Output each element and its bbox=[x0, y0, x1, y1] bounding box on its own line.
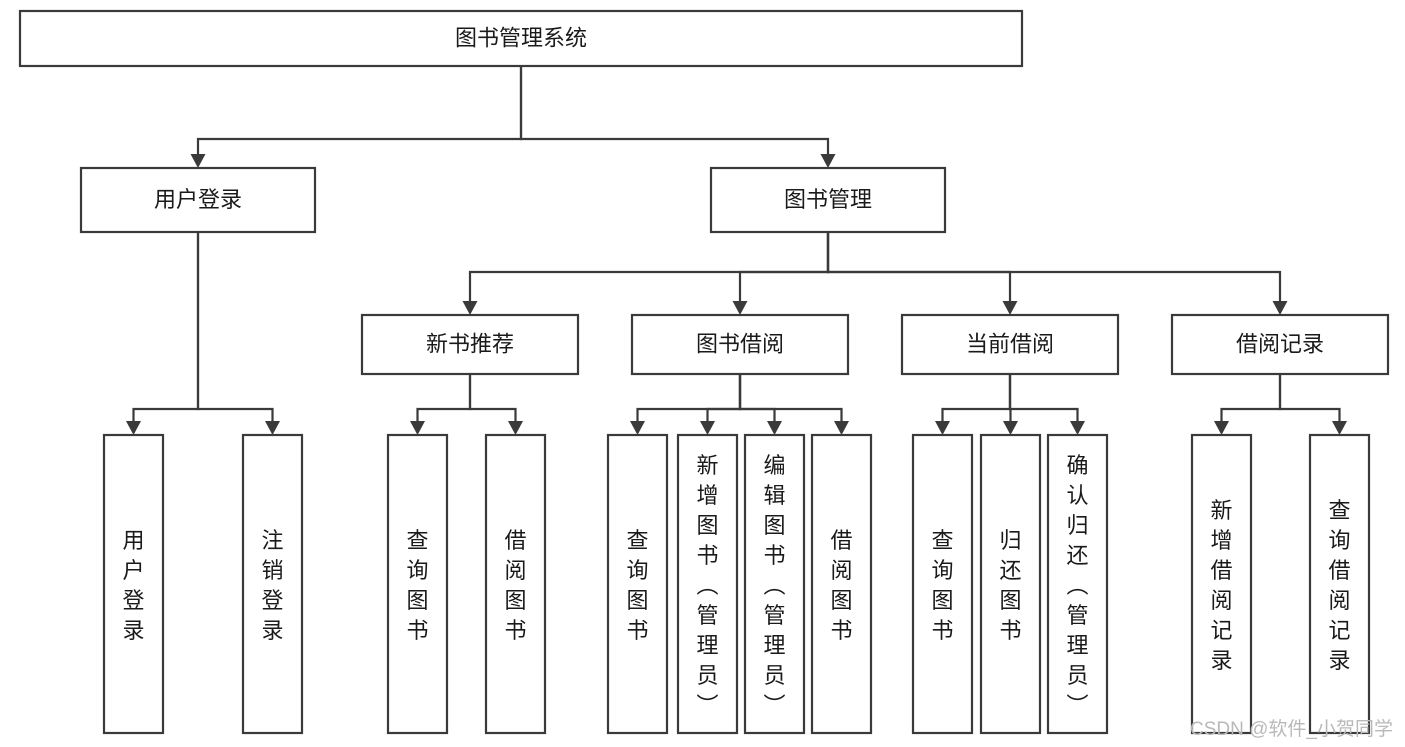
connector-root-to-book-manage bbox=[519, 66, 836, 168]
node-leaf-edit-book[interactable]: 编辑图书︵管理员︶ bbox=[743, 433, 806, 735]
connector-book-borrow-to-leaf-query-book-2 bbox=[630, 374, 742, 435]
node-leaf-query-book-1[interactable]: 查询图书 bbox=[386, 433, 449, 735]
node-leaf-user-logout[interactable]: 注销登录 bbox=[241, 433, 304, 735]
node-leaf-confirm-return[interactable]: 确认归还︵管理员︶ bbox=[1046, 433, 1109, 735]
leaf-label: 查询图书 bbox=[626, 528, 648, 643]
connector-user-login-to-leaf-user-login bbox=[126, 232, 200, 435]
node-label: 当前借阅 bbox=[966, 331, 1054, 356]
node-book-borrow[interactable]: 图书借阅 bbox=[630, 313, 850, 376]
node-leaf-add-book[interactable]: 新增图书︵管理员︶ bbox=[676, 433, 739, 735]
leaf-label: 归还图书 bbox=[999, 528, 1021, 643]
connector-book-manage-to-borrow-record bbox=[826, 232, 1288, 315]
leaf-label: 注销登录 bbox=[261, 528, 283, 643]
leaf-label: 借阅图书 bbox=[830, 528, 852, 643]
connector-root-to-user-login bbox=[190, 66, 523, 168]
connector-book-borrow-to-leaf-borrow-book-2 bbox=[738, 374, 849, 435]
connector-book-manage-to-book-borrow bbox=[732, 232, 830, 315]
leaf-label: 查询借阅记录 bbox=[1328, 498, 1350, 673]
leaf-label: 确认归还︵管理员︶ bbox=[1066, 453, 1088, 718]
node-borrow-record[interactable]: 借阅记录 bbox=[1170, 313, 1390, 376]
connector-borrow-record-to-leaf-query-record bbox=[1278, 374, 1347, 435]
connector-current-borrow-to-leaf-confirm-return bbox=[1008, 374, 1085, 435]
node-label: 图书借阅 bbox=[696, 331, 784, 356]
node-root-book-management-system[interactable]: 图书管理系统 bbox=[18, 9, 1024, 68]
node-leaf-borrow-book-1[interactable]: 借阅图书 bbox=[484, 433, 547, 735]
connector-book-borrow-to-leaf-edit-book bbox=[738, 374, 782, 435]
leaf-label: 查询图书 bbox=[931, 528, 953, 643]
node-leaf-query-book-3[interactable]: 查询图书 bbox=[911, 433, 974, 735]
connector-book-borrow-to-leaf-add-book bbox=[700, 374, 742, 435]
leaf-label: 编辑图书︵管理员︶ bbox=[763, 453, 785, 718]
leaf-label: 新增图书︵管理员︶ bbox=[696, 453, 718, 718]
leaf-label: 新增借阅记录 bbox=[1210, 498, 1232, 673]
connector-book-manage-to-new-book-rec bbox=[462, 232, 830, 315]
node-new-book-rec[interactable]: 新书推荐 bbox=[360, 313, 580, 376]
node-label: 借阅记录 bbox=[1236, 331, 1324, 356]
connector-layer bbox=[126, 66, 1347, 435]
node-leaf-return-book[interactable]: 归还图书 bbox=[979, 433, 1042, 735]
node-leaf-query-record[interactable]: 查询借阅记录 bbox=[1308, 433, 1371, 735]
node-leaf-query-book-2[interactable]: 查询图书 bbox=[606, 433, 669, 735]
node-label: 图书管理 bbox=[784, 187, 872, 212]
node-label: 图书管理系统 bbox=[455, 25, 587, 50]
node-current-borrow[interactable]: 当前借阅 bbox=[900, 313, 1120, 376]
node-label: 新书推荐 bbox=[426, 331, 514, 356]
connector-book-manage-to-current-borrow bbox=[826, 232, 1018, 315]
leaf-label: 查询图书 bbox=[406, 528, 428, 643]
connector-user-login-to-leaf-user-logout bbox=[196, 232, 280, 435]
node-layer: 图书管理系统用户登录图书管理新书推荐图书借阅当前借阅借阅记录用户登录注销登录查询… bbox=[18, 9, 1390, 735]
node-leaf-borrow-book-2[interactable]: 借阅图书 bbox=[810, 433, 873, 735]
node-leaf-user-login[interactable]: 用户登录 bbox=[102, 433, 165, 735]
connector-new-book-rec-to-leaf-query-book-1 bbox=[410, 374, 472, 435]
node-label: 用户登录 bbox=[154, 187, 242, 212]
connector-current-borrow-to-leaf-query-book-3 bbox=[935, 374, 1012, 435]
connector-borrow-record-to-leaf-add-record bbox=[1214, 374, 1282, 435]
node-book-manage[interactable]: 图书管理 bbox=[709, 166, 947, 234]
leaf-label: 借阅图书 bbox=[504, 528, 526, 643]
connector-new-book-rec-to-leaf-borrow-book-1 bbox=[468, 374, 523, 435]
node-user-login[interactable]: 用户登录 bbox=[79, 166, 317, 234]
watermark-label: CSDN @软件_小贺同学 bbox=[1190, 719, 1393, 740]
leaf-label: 用户登录 bbox=[122, 528, 144, 643]
node-leaf-add-record[interactable]: 新增借阅记录 bbox=[1190, 433, 1253, 735]
